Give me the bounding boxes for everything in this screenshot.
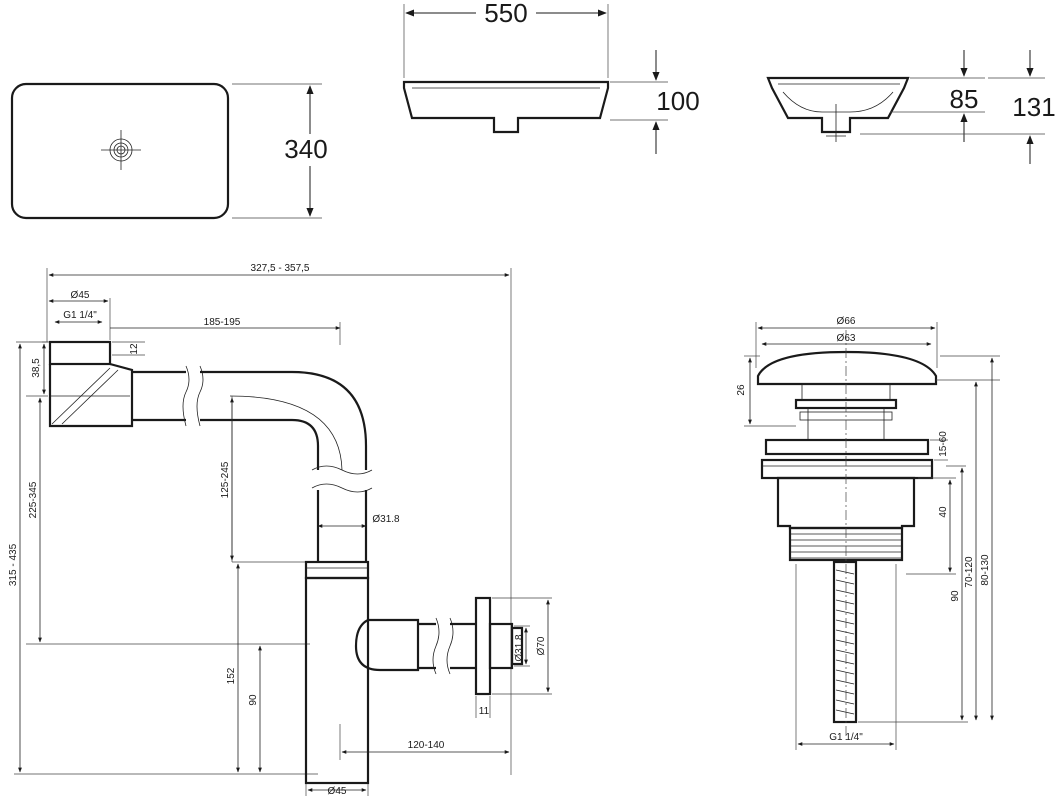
siphon-flange-diameter-label: Ø70	[536, 636, 547, 655]
siphon-vertical-run-label: 125-245	[220, 461, 231, 498]
siphon-trap-collar	[304, 560, 370, 580]
drain-rod	[832, 560, 858, 724]
siphon-wall-tube	[488, 622, 514, 670]
siphon-flange-pipe-label: Ø31.8	[514, 634, 525, 662]
basin-top-view: 340	[10, 82, 328, 220]
siphon-pipe-diameter-label: Ø31.8	[372, 514, 400, 525]
basin-width-label: 340	[284, 134, 327, 164]
siphon-thread-label: G1 1/4"	[63, 310, 97, 321]
drain-total-b-label: 80-130	[980, 554, 991, 586]
siphon-bend-outer	[291, 370, 368, 470]
drain-rod-length-label: 90	[950, 590, 961, 602]
siphon-outlet-elbow	[354, 618, 420, 672]
siphon-inlet-elbow	[48, 362, 134, 428]
basin-inner-height-label: 85	[950, 84, 979, 114]
basin-height-label: 100	[656, 86, 699, 116]
basin-side-outline	[766, 76, 910, 134]
basin-total-height-label: 131	[1012, 92, 1055, 122]
drain-body-height-label: 40	[938, 506, 949, 518]
siphon-outlet-height-label: 90	[248, 694, 259, 706]
drain-clamp-range-label: 15-60	[938, 431, 949, 457]
drain-cap-height-label: 26	[736, 384, 747, 396]
siphon-flange-thickness-label: 11	[479, 706, 490, 717]
drain-cap-outer-label: Ø66	[837, 316, 856, 327]
siphon-inlet-diameter-label: Ø45	[71, 290, 90, 301]
siphon-total-length-label: 327,5 - 357,5	[251, 263, 310, 274]
siphon-drawing: 327,5 - 357,5 Ø45 G1 1/4" 185-195 12 38,…	[8, 263, 552, 797]
drain-thread-label: G1 1/4"	[829, 732, 863, 743]
basin-front-view: 550 100	[402, 0, 700, 154]
siphon-horizontal-run-label: 185-195	[204, 317, 241, 328]
drain-total-a-label: 70-120	[964, 556, 975, 588]
siphon-inlet-top-label: 12	[129, 343, 140, 355]
drain-nut	[760, 458, 934, 480]
siphon-height-b-label: 315 - 435	[8, 543, 19, 586]
drain-body	[776, 476, 916, 530]
siphon-inlet-height-label: 38,5	[31, 358, 42, 378]
basin-side-view: 85 131	[766, 50, 1056, 164]
siphon-trap-body	[304, 576, 370, 785]
siphon-wall-flange	[474, 596, 492, 696]
siphon-inlet-nut	[48, 340, 112, 366]
basin-length-label: 550	[484, 0, 527, 28]
drain-cap	[756, 350, 938, 386]
drain-flange	[764, 438, 930, 456]
basin-front-outline	[402, 80, 610, 134]
siphon-outlet-offset-label: 120-140	[408, 740, 445, 751]
siphon-height-a-label: 225-345	[28, 481, 39, 518]
drain-valve-drawing: Ø66 Ø63 26 15-60	[736, 316, 1000, 750]
siphon-bend-inner	[291, 418, 320, 470]
basin-outline	[10, 82, 230, 220]
drain-symbol	[101, 130, 141, 170]
siphon-trap-height-label: 152	[226, 667, 237, 684]
siphon-bottom-diameter-label: Ø45	[328, 786, 347, 797]
